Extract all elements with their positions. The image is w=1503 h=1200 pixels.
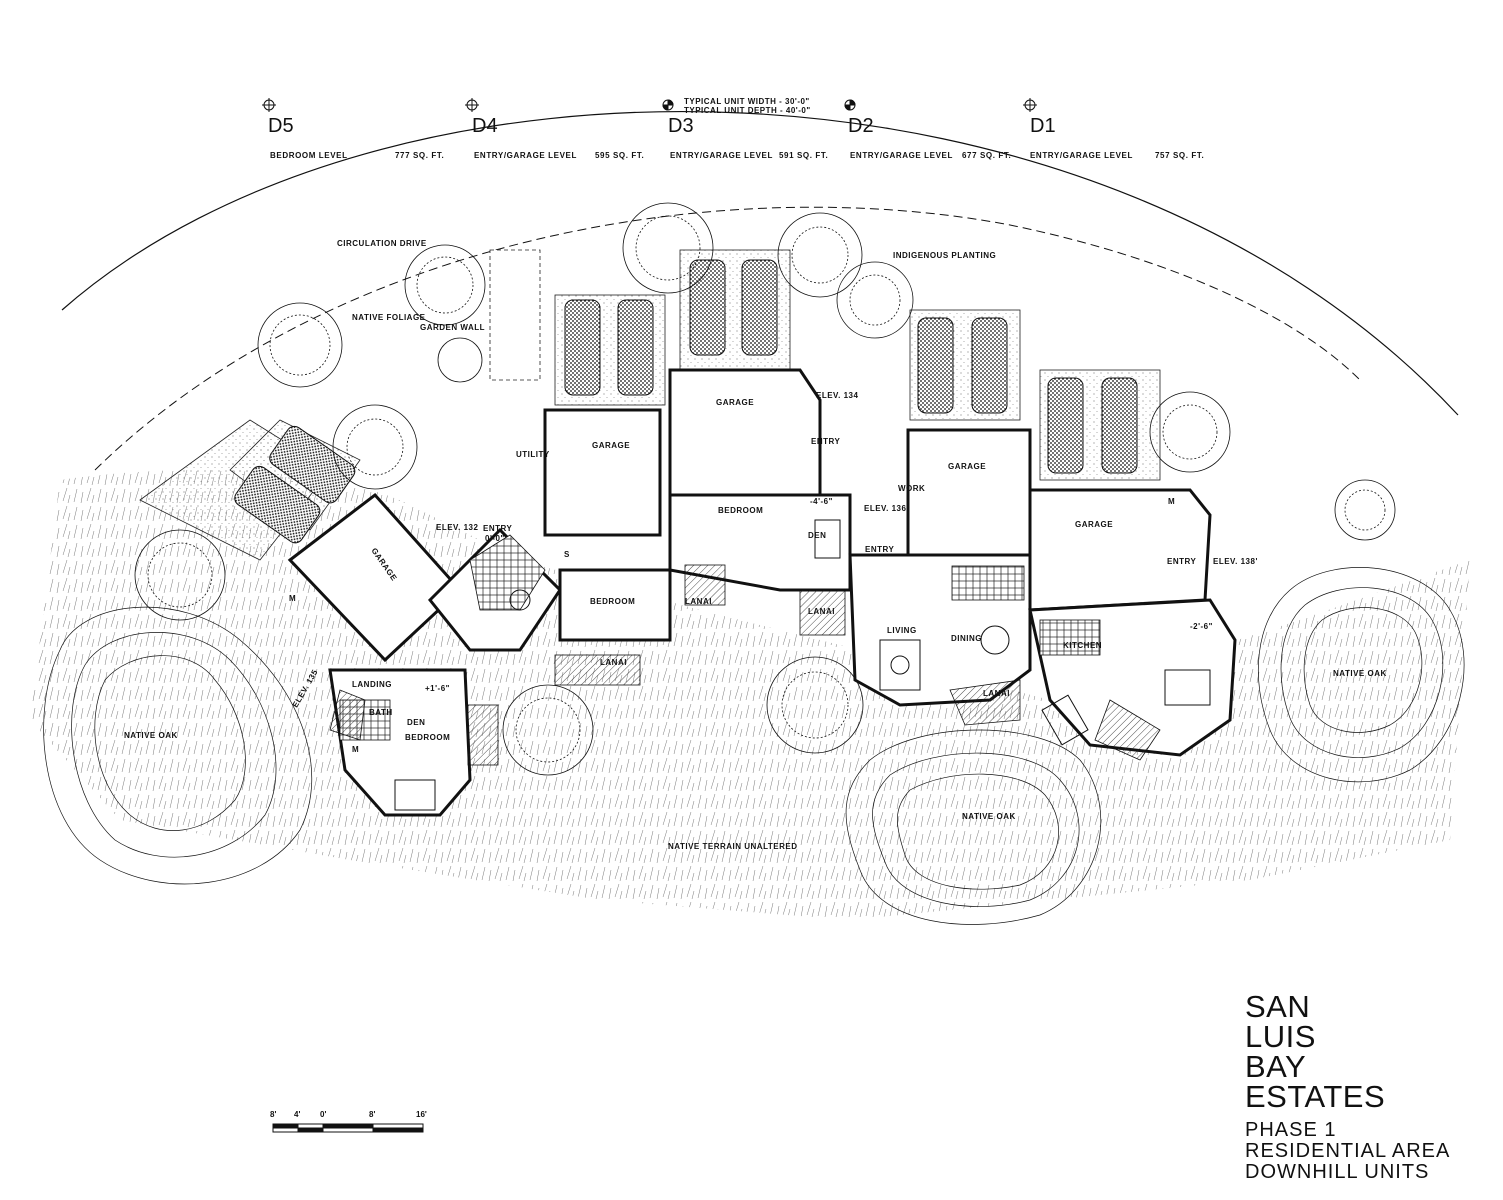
trees — [134, 202, 1396, 776]
project-subtitle: PHASE 1 RESIDENTIAL AREA DOWNHILL UNITS — [1245, 1120, 1450, 1183]
scale-tick: 16' — [416, 1110, 427, 1119]
room-label-kitchen: KITCHEN — [1063, 641, 1103, 650]
room-label-entry: ENTRY — [1167, 557, 1197, 566]
room-label-lanai: LANAI — [600, 658, 627, 667]
title-line: SAN — [1245, 989, 1311, 1024]
circulation-drive-arc — [61, 110, 1459, 416]
room-label-m: M — [289, 594, 297, 603]
elevation-label: 0'-0" — [485, 534, 505, 543]
typical-depth-note: TYPICAL UNIT DEPTH - 40'-0" — [684, 106, 811, 115]
room-label-den: DEN — [407, 718, 426, 727]
property-line — [94, 206, 1361, 471]
room-label-bedroom: BEDROOM — [590, 597, 636, 606]
unit-level: ENTRY/GARAGE LEVEL — [1030, 151, 1133, 160]
room-label-lanai: LANAI — [983, 689, 1010, 698]
indigenous-planting-label: INDIGENOUS PLANTING — [893, 251, 997, 260]
unit-id: D2 — [848, 115, 874, 137]
native-oak-label: NATIVE OAK — [124, 731, 178, 740]
elevation-label: ELEV. 138' — [1213, 557, 1258, 566]
native-oak-label: NATIVE OAK — [962, 812, 1016, 821]
circulation-drive-label: CIRCULATION DRIVE — [337, 239, 427, 248]
elevation-label: ELEV. 132 — [436, 523, 479, 532]
room-label-living: LIVING — [887, 626, 917, 635]
room-label-landing: LANDING — [352, 680, 392, 689]
unit-area: 757 SQ. FT. — [1155, 151, 1205, 160]
unit-id: D3 — [668, 115, 694, 137]
room-label-den: DEN — [808, 531, 827, 540]
room-label-lanai: LANAI — [808, 607, 835, 616]
unit-id: D4 — [472, 115, 498, 137]
project-title: SAN LUIS BAY ESTATES — [1245, 989, 1386, 1114]
native-terrain-label: NATIVE TERRAIN UNALTERED — [668, 842, 798, 851]
subtitle-line: PHASE 1 — [1245, 1119, 1337, 1141]
title-line: LUIS — [1245, 1019, 1316, 1054]
room-label-garage: GARAGE — [1075, 520, 1114, 529]
interior-finishes — [329, 534, 1161, 766]
scale-tick: 0' — [320, 1110, 327, 1119]
room-label-utility: UTILITY — [516, 450, 550, 459]
title-line: BAY — [1245, 1049, 1307, 1084]
scale-tick: 8' — [369, 1110, 376, 1119]
subtitle-line: DOWNHILL UNITS — [1245, 1161, 1430, 1183]
elevation-label: ELEV. 134 — [816, 391, 859, 400]
scale-bar — [272, 1123, 424, 1133]
native-oaks — [43, 567, 1465, 925]
room-label-garage: GARAGE — [948, 462, 987, 471]
elevation-label: +1'-6" — [425, 684, 450, 693]
unit-markers — [262, 98, 1037, 112]
room-label-lanai: LANAI — [685, 597, 712, 606]
room-label-bath: BATH — [369, 708, 393, 717]
native-oak-label: NATIVE OAK — [1333, 669, 1387, 678]
elevation-label: -2'-6" — [1190, 622, 1213, 631]
room-label-bedroom: BEDROOM — [718, 506, 764, 515]
unit-level: BEDROOM LEVEL — [270, 151, 348, 160]
title-line: ESTATES — [1245, 1079, 1386, 1114]
unit-level: ENTRY/GARAGE LEVEL — [670, 151, 773, 160]
subtitle-line: RESIDENTIAL AREA — [1245, 1140, 1451, 1162]
room-label-entry: ENTRY — [811, 437, 841, 446]
unit-area: 591 SQ. FT. — [779, 151, 829, 160]
furniture — [394, 519, 1211, 811]
elevation-label: ELEV. 136 — [864, 504, 907, 513]
room-label-work: WORK — [898, 484, 926, 493]
room-label-garage: GARAGE — [716, 398, 755, 407]
room-label-m: M — [1168, 497, 1176, 506]
unit-area: 777 SQ. FT. — [395, 151, 445, 160]
room-label-m: M — [352, 745, 360, 754]
scale-tick: 4' — [294, 1110, 301, 1119]
elevation-label: -4'-6" — [810, 497, 833, 506]
scale-tick: 8' — [270, 1110, 277, 1119]
typical-width-note: TYPICAL UNIT WIDTH - 30'-0" — [684, 97, 810, 106]
native-foliage-label: NATIVE FOLIAGE — [352, 313, 426, 322]
room-label-entry: ENTRY — [483, 524, 513, 533]
room-label-s: S — [564, 550, 570, 559]
unit-id: D1 — [1030, 115, 1056, 137]
parked-cars — [234, 259, 1138, 544]
unit-area: 595 SQ. FT. — [595, 151, 645, 160]
garden-wall-label: GARDEN WALL — [420, 323, 486, 332]
room-label-dining: DINING — [951, 634, 982, 643]
room-label-bedroom: BEDROOM — [405, 733, 451, 742]
unit-id: D5 — [268, 115, 294, 137]
unit-level: ENTRY/GARAGE LEVEL — [850, 151, 953, 160]
room-label-entry: ENTRY — [865, 545, 895, 554]
unit-area: 677 SQ. FT. — [962, 151, 1012, 160]
room-label-garage: GARAGE — [592, 441, 631, 450]
unit-level: ENTRY/GARAGE LEVEL — [474, 151, 577, 160]
